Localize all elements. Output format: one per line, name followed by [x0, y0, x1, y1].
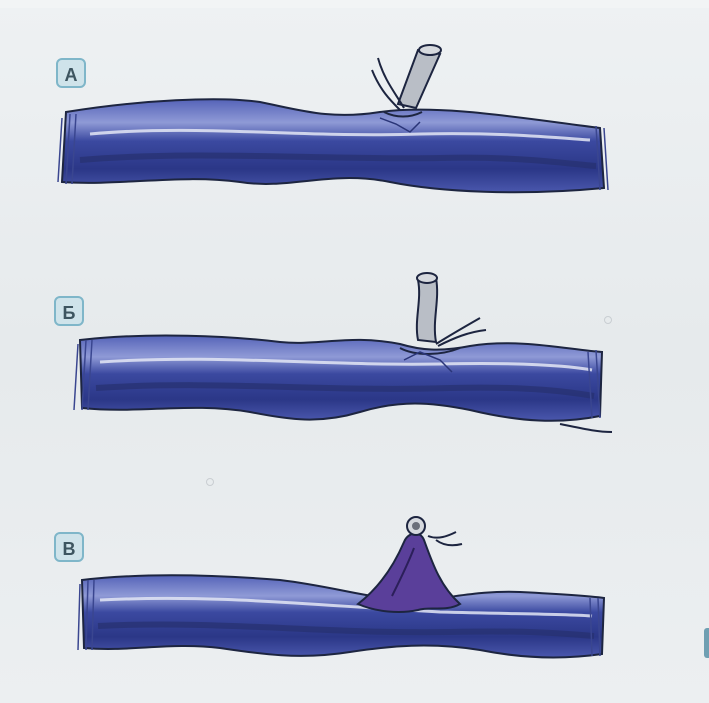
paper-speck [604, 316, 612, 324]
vessel-c-body [82, 575, 604, 657]
edge-mark [704, 628, 709, 658]
paper-speck [206, 478, 214, 486]
